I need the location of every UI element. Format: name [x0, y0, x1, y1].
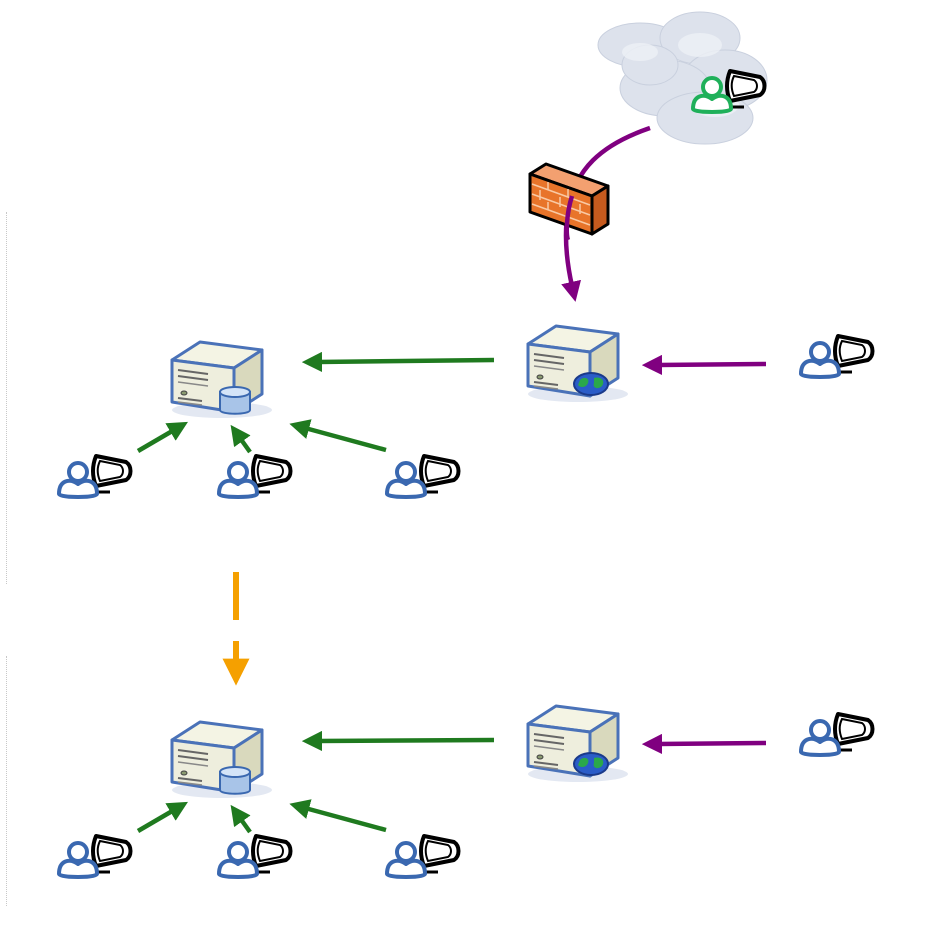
database-server-bottom[interactable] [170, 720, 274, 800]
database-icon [219, 386, 251, 415]
margin-dots-top [6, 212, 8, 584]
user-workstation-icon[interactable] [57, 454, 133, 499]
arrow-webclient-to-webserver-top [641, 354, 767, 376]
arrow-web-to-db-bottom [301, 730, 495, 752]
arrow-cloud-to-web-server-overlay [564, 195, 575, 241]
user-workstation-icon[interactable] [799, 712, 875, 757]
arrow-client3-to-db-top [289, 419, 387, 453]
arrow-client1-to-db-bottom [136, 801, 188, 833]
web-server-top[interactable] [526, 324, 630, 404]
user-workstation-icon[interactable] [385, 834, 461, 879]
arrow-webclient-to-webserver-bottom [641, 733, 767, 755]
user-workstation-icon[interactable] [799, 334, 875, 379]
arrow-web-to-db-top [301, 351, 495, 373]
arrow-client3-to-db-bottom [289, 799, 387, 833]
globe-icon [573, 372, 609, 396]
user-workstation-icon[interactable] [217, 834, 293, 879]
database-server-top[interactable] [170, 340, 274, 420]
arrow-client1-to-db-top [136, 421, 188, 453]
user-workstation-icon[interactable] [217, 454, 293, 499]
arrow-client2-to-db-top [230, 424, 252, 454]
user-workstation-icon[interactable] [57, 834, 133, 879]
arrow-client2-to-db-bottom [230, 804, 252, 834]
database-icon [219, 766, 251, 795]
firewall-icon [528, 162, 610, 236]
globe-icon [573, 752, 609, 776]
margin-dots-bottom [6, 656, 8, 906]
user-workstation-icon[interactable] [385, 454, 461, 499]
web-server-bottom[interactable] [526, 704, 630, 784]
remote-user-icon[interactable] [691, 69, 767, 114]
